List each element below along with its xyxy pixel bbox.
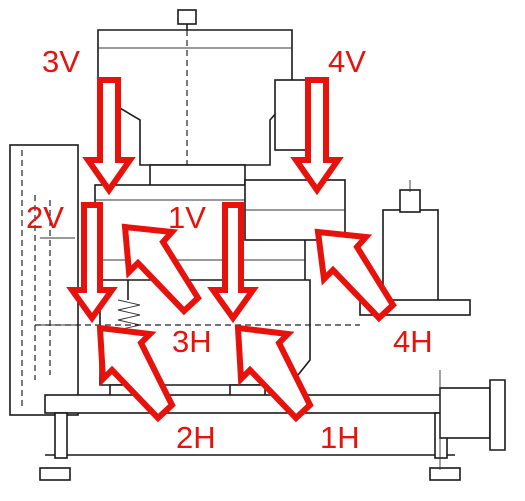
label-1h: 1H: [320, 420, 360, 455]
arrow-3h: [121, 223, 202, 316]
label-2v: 2V: [26, 200, 64, 235]
label-4h: 4H: [393, 324, 433, 359]
label-2h: 2H: [176, 420, 216, 455]
arrow-1h: [234, 324, 314, 423]
label-1v: 1V: [168, 200, 206, 235]
label-4v: 4V: [328, 44, 366, 79]
label-3h: 3H: [172, 324, 212, 359]
label-3v: 3V: [42, 44, 80, 79]
arrow-4v: [290, 77, 344, 196]
arrow-3v: [82, 77, 136, 196]
arrow-1v: [207, 202, 259, 324]
arrow-2h: [96, 324, 176, 423]
arrow-2v: [66, 202, 118, 324]
arrow-4h: [314, 228, 397, 323]
